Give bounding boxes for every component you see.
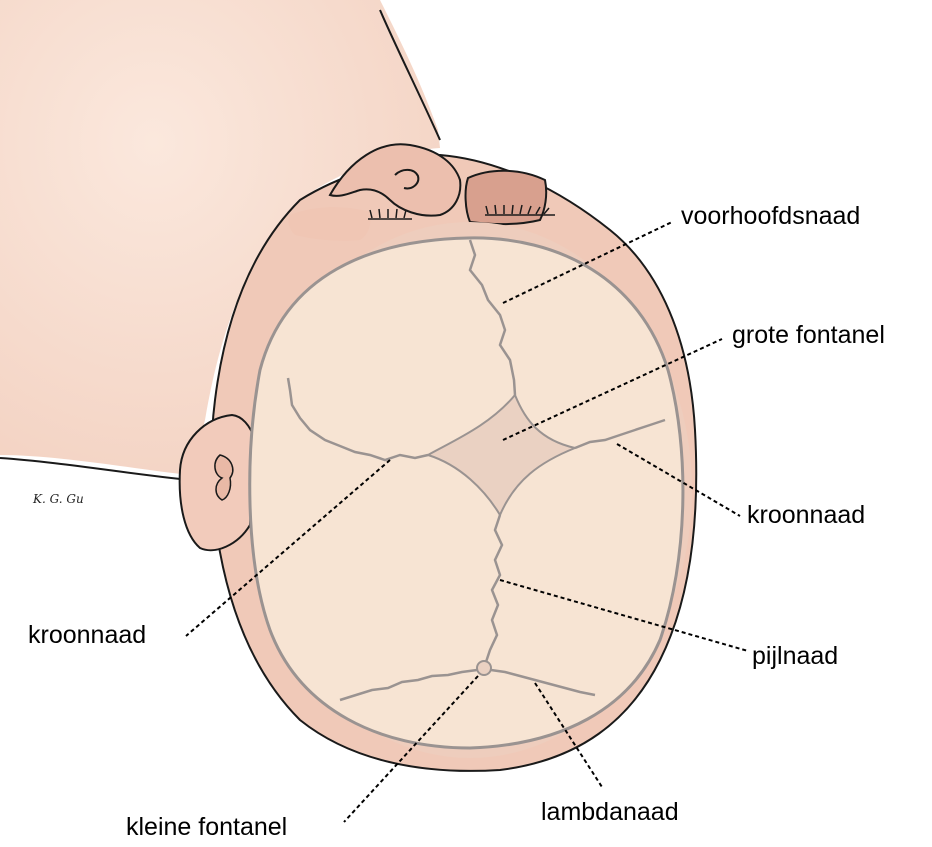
left-brow <box>288 207 370 241</box>
label-grote-fontanel: grote fontanel <box>732 323 885 348</box>
label-kleine-fontanel: kleine fontanel <box>126 815 287 840</box>
label-voorhoofdsnaad: voorhoofdsnaad <box>681 204 860 229</box>
label-pijlnaad: pijlnaad <box>752 644 838 669</box>
label-lambdanaad: lambdanaad <box>541 800 679 825</box>
right-brow <box>466 171 547 224</box>
label-kroonnaad-left: kroonnaad <box>28 623 146 648</box>
posterior-fontanel <box>477 661 491 675</box>
artist-signature: K. G. Gu <box>33 493 84 505</box>
label-kroonnaad-right: kroonnaad <box>747 503 865 528</box>
